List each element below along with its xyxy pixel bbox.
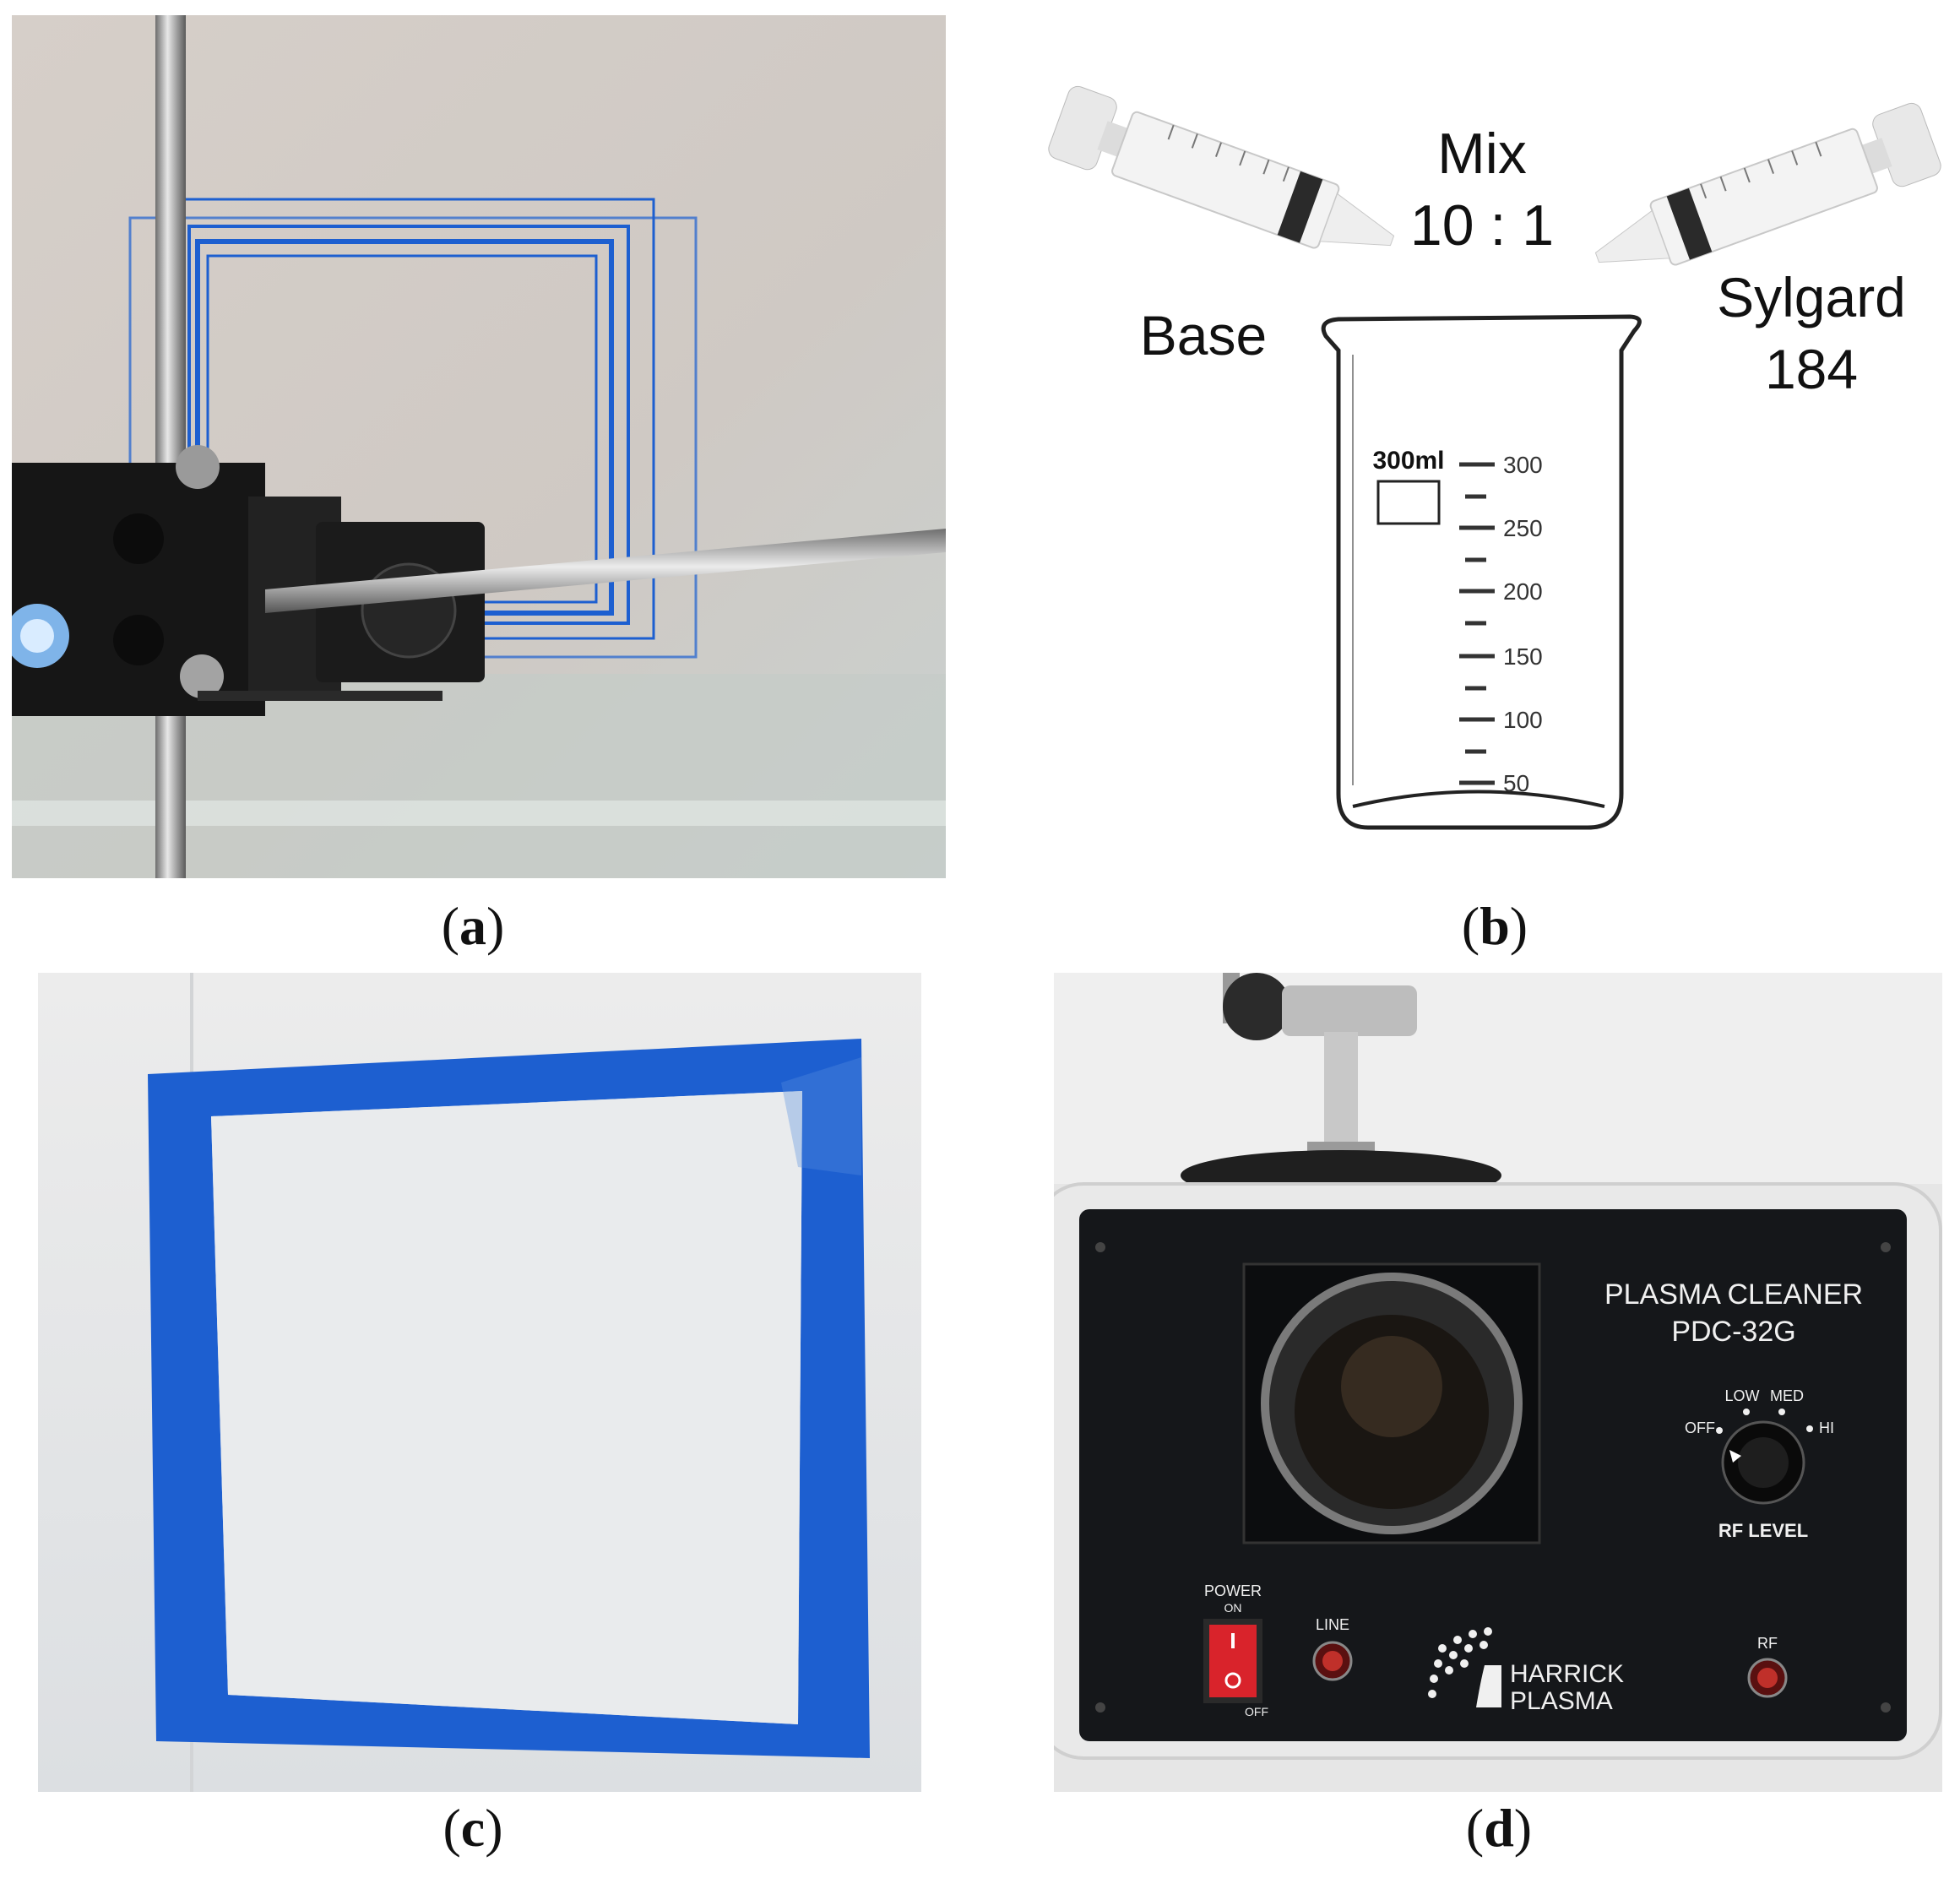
gas-valve-illustration xyxy=(1223,973,1417,1167)
scale-tick-300: 300 xyxy=(1503,452,1543,478)
blue-square-frame xyxy=(148,1039,870,1758)
base-label: Base xyxy=(1140,304,1267,366)
frame-photo-illustration xyxy=(38,973,921,1792)
scale-tick-150: 150 xyxy=(1503,643,1543,670)
device-title: PLASMA CLEANER xyxy=(1604,1278,1863,1311)
right-syringe-illustration xyxy=(1594,102,1941,266)
vertical-rod xyxy=(155,15,186,878)
harrick-logo-icon xyxy=(1428,1627,1501,1707)
line-indicator-light xyxy=(1322,1651,1343,1671)
panel-d-plasma-cleaner-photo: PLASMA CLEANER PDC-32G OFF LOW MED HI RF… xyxy=(1054,973,1942,1792)
panel-b-mixing-diagram: Mix 10 : 1 Base Sylgard 184 300ml 300 25… xyxy=(1039,17,1951,878)
rf-indicator-light xyxy=(1757,1668,1778,1688)
mix-label: Mix xyxy=(1437,122,1527,186)
beaker-illustration xyxy=(1321,314,1642,830)
brand-name-line1: HARRICK xyxy=(1510,1660,1624,1688)
scale-tick-50: 50 xyxy=(1503,770,1529,796)
sylgard-label: Sylgard xyxy=(1717,266,1906,328)
beaker-capacity-label: 300ml xyxy=(1372,447,1444,475)
scale-tick-100: 100 xyxy=(1503,707,1543,733)
panel-a-printer-photo xyxy=(12,15,946,878)
rf-level-knob[interactable] xyxy=(1721,1420,1805,1505)
ratio-label: 10 : 1 xyxy=(1410,193,1554,258)
print-head-carriage xyxy=(12,445,485,716)
horizontal-rod xyxy=(265,529,946,613)
rf-label: RF xyxy=(1757,1635,1778,1652)
plasma-cleaner-illustration: PLASMA CLEANER PDC-32G OFF LOW MED HI RF… xyxy=(1054,973,1942,1792)
brand-name-line2: PLASMA xyxy=(1510,1687,1613,1715)
power-on-label: ON xyxy=(1224,1601,1242,1615)
printer-photo-illustration xyxy=(12,15,946,878)
caption-d: (d) xyxy=(1465,1798,1533,1858)
power-off-label: OFF xyxy=(1245,1705,1268,1718)
line-label: LINE xyxy=(1316,1616,1349,1633)
power-switch[interactable] xyxy=(1203,1619,1262,1703)
scale-tick-200: 200 xyxy=(1503,578,1543,605)
power-label: POWER xyxy=(1204,1582,1262,1599)
sylgard-number-label: 184 xyxy=(1765,338,1858,400)
panel-c-frame-photo xyxy=(38,973,921,1792)
left-syringe-illustration xyxy=(1048,85,1395,249)
caption-a: (a) xyxy=(441,896,505,956)
chamber-window xyxy=(1242,1262,1541,1544)
beaker-scale: 300 250 200 150 100 50 xyxy=(1459,452,1543,796)
caption-b: (b) xyxy=(1461,896,1528,956)
knob-off-label: OFF xyxy=(1685,1419,1715,1436)
scale-tick-250: 250 xyxy=(1503,515,1543,541)
knob-low-label: LOW xyxy=(1724,1387,1759,1404)
caption-c: (c) xyxy=(442,1798,503,1858)
mixing-diagram-illustration: Mix 10 : 1 Base Sylgard 184 300ml 300 25… xyxy=(1048,85,1941,830)
knob-hi-label: HI xyxy=(1819,1419,1834,1436)
device-model: PDC-32G xyxy=(1671,1316,1795,1348)
rf-level-label: RF LEVEL xyxy=(1718,1520,1808,1541)
knob-med-label: MED xyxy=(1770,1387,1804,1404)
